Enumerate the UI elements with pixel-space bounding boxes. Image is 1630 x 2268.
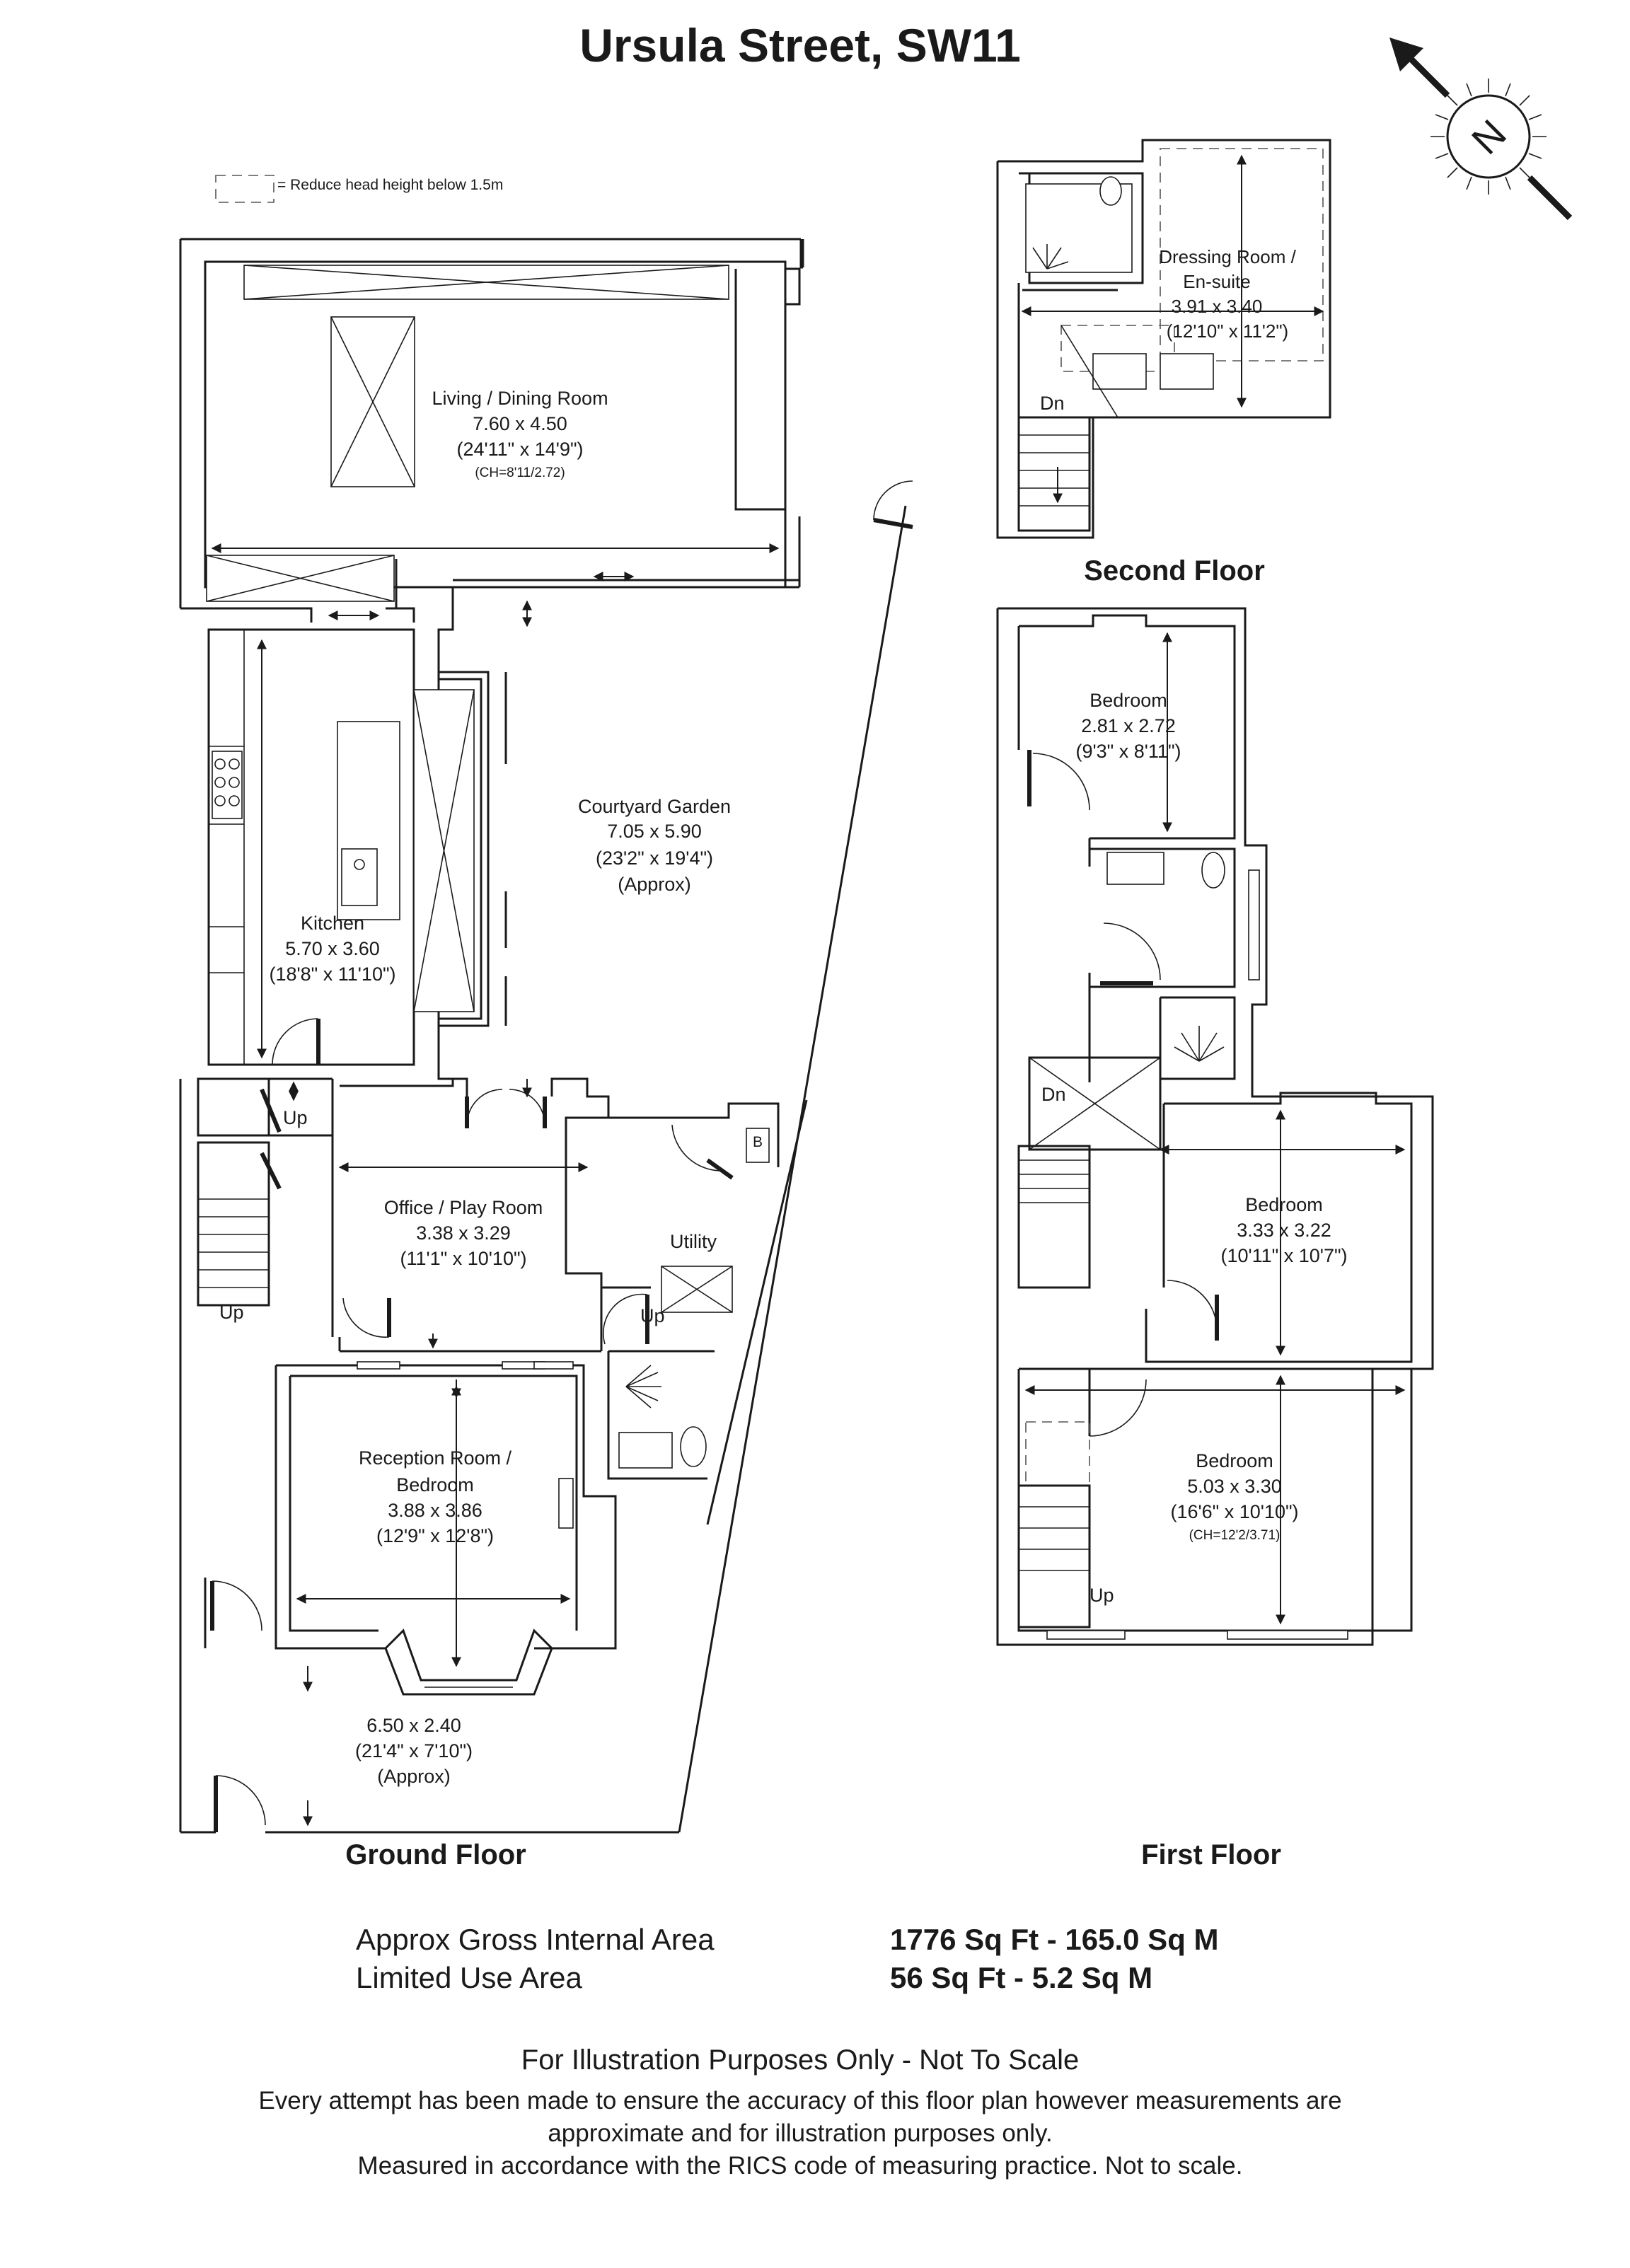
kitchen-imperial: (18'8" x 11'10") <box>269 964 396 985</box>
reception-imperial: (12'9" x 12'8") <box>376 1525 495 1546</box>
stairs-up-label: Up <box>219 1302 244 1323</box>
bedroom-1-imperial: (9'3" x 8'11") <box>1075 741 1181 762</box>
limited-area-label: Limited Use Area <box>356 1961 582 1994</box>
office-imperial: (11'1" x 10'10") <box>400 1248 527 1269</box>
stairs-down-label: Dn <box>1041 1084 1066 1105</box>
first-floor-plan <box>996 607 1434 1646</box>
living-room-metric: 7.60 x 4.50 <box>473 413 567 434</box>
kitchen-metric: 5.70 x 3.60 <box>285 938 380 959</box>
stairs-up-label: Up <box>1089 1585 1114 1606</box>
front-area-approx: (Approx) <box>377 1766 451 1787</box>
gross-area-label: Approx Gross Internal Area <box>356 1923 715 1956</box>
disclaimer-heading: For Illustration Purposes Only - Not To … <box>521 2044 1080 2076</box>
bedroom-1-name: Bedroom <box>1089 690 1167 711</box>
bedroom-3-name: Bedroom <box>1196 1450 1273 1471</box>
front-area-metric: 6.50 x 2.40 <box>366 1715 461 1736</box>
living-room-name: Living / Dining Room <box>432 388 608 409</box>
disclaimer-line: approximate and for illustration purpose… <box>548 2119 1053 2147</box>
second-floor-label: Second Floor <box>1084 555 1265 586</box>
gross-area-value: 1776 Sq Ft - 165.0 Sq M <box>890 1923 1219 1956</box>
courtyard-metric: 7.05 x 5.90 <box>607 821 702 842</box>
bedroom-3-metric: 5.03 x 3.30 <box>1187 1476 1282 1497</box>
kitchen-name: Kitchen <box>300 913 365 934</box>
bedroom-3-ceiling: (CH=12'2/3.71) <box>1189 1528 1281 1543</box>
front-area-imperial: (21'4" x 7'10") <box>354 1740 473 1761</box>
bedroom-1-metric: 2.81 x 2.72 <box>1081 715 1176 736</box>
stairs-down-label: Dn <box>1040 393 1065 414</box>
reception-name: Reception Room / <box>358 1447 512 1469</box>
courtyard-name: Courtyard Garden <box>577 796 732 817</box>
disclaimer-line: Every attempt has been made to ensure th… <box>258 2087 1342 2114</box>
ground-floor-plan <box>179 238 913 1834</box>
office-metric: 3.38 x 3.29 <box>416 1222 511 1244</box>
stairs-up-label: Up <box>283 1107 308 1128</box>
bedroom-2-name: Bedroom <box>1245 1194 1323 1215</box>
legend-text: = Reduce head height below 1.5m <box>277 177 504 193</box>
dressing-room-name: Dressing Room / <box>1159 246 1296 267</box>
bedroom-3-imperial: (16'6" x 10'10") <box>1170 1501 1299 1522</box>
second-floor-plan <box>996 139 1331 539</box>
living-room-imperial: (24'11" x 14'9") <box>456 439 584 460</box>
courtyard-approx: (Approx) <box>618 874 691 895</box>
office-name: Office / Play Room <box>383 1197 543 1218</box>
dressing-room-metric: 3.91 x 3.40 <box>1171 296 1263 317</box>
legend-dashed-swatch-icon <box>215 175 274 203</box>
living-room-ceiling: (CH=8'11/2.72) <box>475 465 565 480</box>
boiler-label: B <box>752 1134 763 1150</box>
limited-area-value: 56 Sq Ft - 5.2 Sq M <box>890 1961 1153 1994</box>
utility-name: Utility <box>670 1231 717 1252</box>
reception-metric: 3.88 x 3.86 <box>388 1500 482 1521</box>
page-title: Ursula Street, SW11 <box>579 19 1021 71</box>
bedroom-2-imperial: (10'11" x 10'7") <box>1220 1245 1348 1266</box>
disclaimer-line: Measured in accordance with the RICS cod… <box>357 2152 1243 2180</box>
first-floor-label: First Floor <box>1141 1839 1281 1870</box>
dressing-room-imperial: (12'10" x 11'2") <box>1166 320 1289 342</box>
courtyard-imperial: (23'2" x 19'4") <box>595 847 714 869</box>
reception-name-2: Bedroom <box>396 1474 474 1495</box>
stairs-up-label: Up <box>640 1305 665 1326</box>
compass-letter: N <box>1463 111 1515 163</box>
compass-north-arrow-icon: N <box>1389 37 1573 221</box>
dressing-room-name-2: En-suite <box>1183 271 1251 292</box>
bedroom-2-metric: 3.33 x 3.22 <box>1237 1220 1331 1241</box>
ground-floor-label: Ground Floor <box>345 1839 526 1870</box>
